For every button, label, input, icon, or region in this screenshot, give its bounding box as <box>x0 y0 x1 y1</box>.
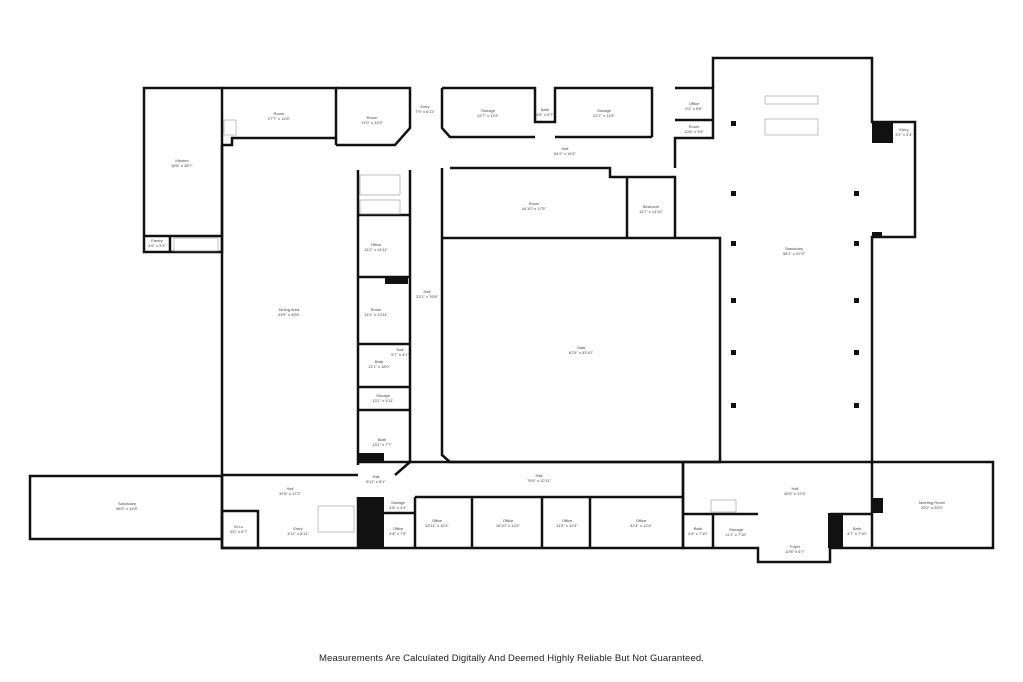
columns <box>731 121 859 408</box>
walls <box>28 56 995 564</box>
room-label-wic: W.i.c.8'0" x 6'7" <box>230 524 248 534</box>
solid-wall-blocks <box>358 123 893 548</box>
stairs <box>173 95 819 533</box>
disclaimer-text: Measurements Are Calculated Digitally An… <box>319 653 704 664</box>
